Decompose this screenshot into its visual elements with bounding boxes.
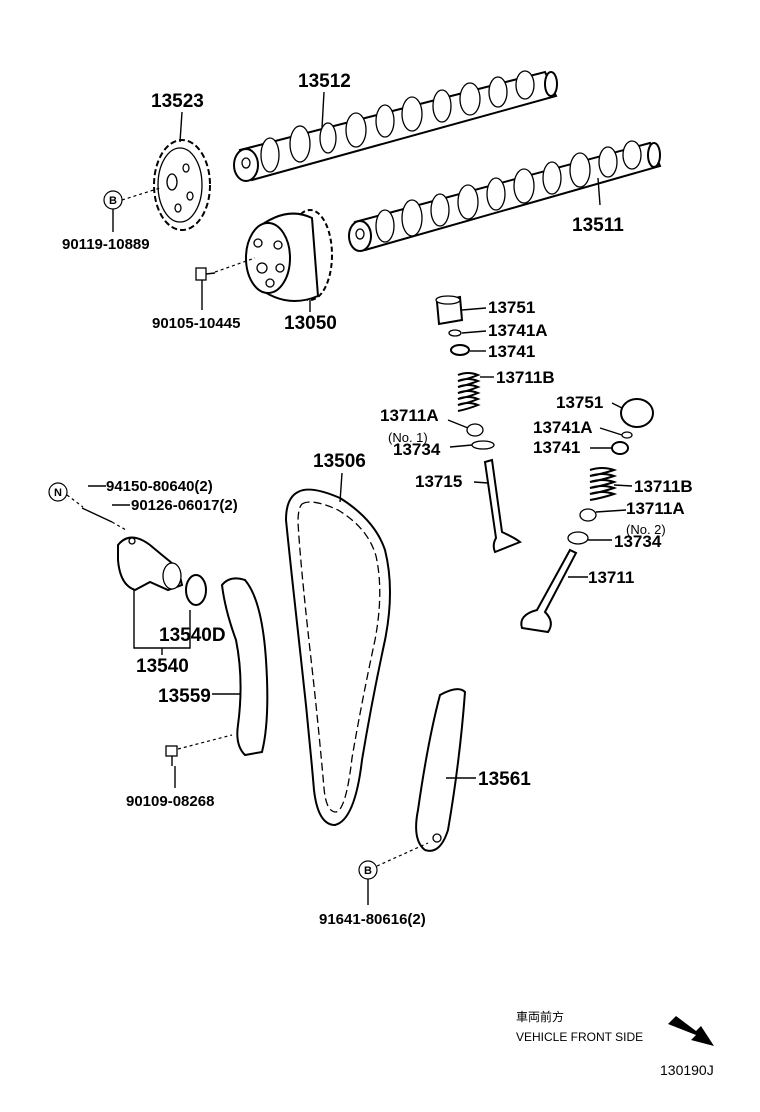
label-91641-80616: 91641-80616(2) bbox=[319, 911, 426, 928]
label-13559: 13559 bbox=[158, 686, 211, 707]
o-ring-13540d[interactable] bbox=[185, 574, 207, 606]
badge-n: N bbox=[48, 482, 68, 502]
label-13751-upper: 13751 bbox=[488, 298, 535, 317]
chain-slipper-guide-13559[interactable] bbox=[220, 577, 269, 757]
label-13540d: 13540D bbox=[159, 625, 226, 646]
retainer-13741-left[interactable] bbox=[450, 344, 470, 356]
label-13734-upper: 13734 bbox=[393, 440, 441, 459]
badge-b-lower: B bbox=[358, 860, 378, 880]
valve-13715[interactable] bbox=[483, 458, 522, 554]
label-13751-lower: 13751 bbox=[556, 393, 603, 412]
footer: 車両前方 VEHICLE FRONT SIDE 130190J bbox=[516, 1009, 714, 1078]
label-13523: 13523 bbox=[151, 91, 204, 112]
bolt-90105-10445[interactable] bbox=[195, 267, 216, 281]
label-13506: 13506 bbox=[313, 451, 366, 472]
label-13711: 13711 bbox=[588, 568, 634, 587]
label-94150-80640: 94150-80640(2) bbox=[106, 478, 213, 495]
label-13715: 13715 bbox=[415, 472, 462, 491]
cam-timing-gear-13050[interactable] bbox=[245, 209, 333, 302]
label-13561: 13561 bbox=[478, 769, 531, 790]
svg-text:B: B bbox=[109, 195, 117, 207]
camshaft-13512[interactable] bbox=[233, 70, 558, 182]
label-13741a-lower: 13741A bbox=[533, 418, 593, 437]
label-90109-08268: 90109-08268 bbox=[126, 793, 214, 810]
label-13741-lower: 13741 bbox=[533, 438, 580, 457]
svg-text:B: B bbox=[364, 865, 372, 877]
chain-tensioner-13540[interactable] bbox=[117, 536, 184, 592]
seal-13734-left[interactable] bbox=[471, 440, 495, 450]
part-labels: 13512 13523 13511 90119-10889 90105-1044… bbox=[62, 71, 693, 928]
label-13741a-upper: 13741A bbox=[488, 321, 548, 340]
label-13711b-upper: 13711B bbox=[496, 368, 555, 387]
chain-damper-13561[interactable] bbox=[415, 688, 467, 852]
diagram-code: 130190J bbox=[660, 1062, 714, 1078]
front-direction-arrow-icon bbox=[668, 1016, 714, 1046]
note-no1: (No. 1) bbox=[388, 430, 428, 445]
label-13050: 13050 bbox=[284, 313, 337, 334]
seat-13711a-left[interactable] bbox=[466, 423, 484, 437]
label-90126-06017: 90126-06017(2) bbox=[131, 497, 238, 514]
retainer-13741-right[interactable] bbox=[611, 441, 629, 455]
valve-lifter-13751-left[interactable] bbox=[435, 295, 464, 326]
sprocket-13523[interactable] bbox=[153, 139, 211, 231]
label-13512: 13512 bbox=[298, 71, 351, 92]
seal-13734-right[interactable] bbox=[567, 531, 589, 545]
label-90119-10889: 90119-10889 bbox=[62, 236, 150, 253]
valve-keeper-13741a-right[interactable] bbox=[621, 431, 633, 439]
note-no2: (No. 2) bbox=[626, 522, 666, 537]
label-13741-upper: 13741 bbox=[488, 342, 535, 361]
badge-b-upper: B bbox=[103, 190, 123, 210]
spring-13711b-left[interactable] bbox=[457, 372, 481, 412]
camshaft-13511[interactable] bbox=[348, 140, 662, 252]
leader-lines bbox=[88, 91, 633, 905]
front-side-jp: 車両前方 bbox=[516, 1009, 564, 1024]
label-13711a-lower: 13711A bbox=[626, 499, 685, 518]
label-13540: 13540 bbox=[136, 656, 189, 677]
label-13511: 13511 bbox=[572, 215, 624, 236]
spring-13711b-right[interactable] bbox=[589, 467, 618, 501]
valve-lifter-13751-right[interactable] bbox=[620, 398, 654, 428]
stud-90126-06017[interactable] bbox=[81, 507, 113, 523]
label-13711b-lower: 13711B bbox=[634, 477, 693, 496]
svg-text:N: N bbox=[54, 487, 62, 499]
front-side-en: VEHICLE FRONT SIDE bbox=[516, 1030, 643, 1044]
label-13711a-upper: 13711A bbox=[380, 406, 439, 425]
seat-13711a-right[interactable] bbox=[579, 508, 597, 522]
valve-keeper-13741a-left[interactable] bbox=[448, 329, 462, 337]
bolt-90109-08268[interactable] bbox=[165, 745, 178, 766]
label-90105-10445: 90105-10445 bbox=[152, 315, 240, 332]
label-13734-lower: 13734 bbox=[614, 532, 662, 551]
timing-chain-13506[interactable] bbox=[284, 488, 391, 827]
valve-13711[interactable] bbox=[520, 548, 578, 634]
